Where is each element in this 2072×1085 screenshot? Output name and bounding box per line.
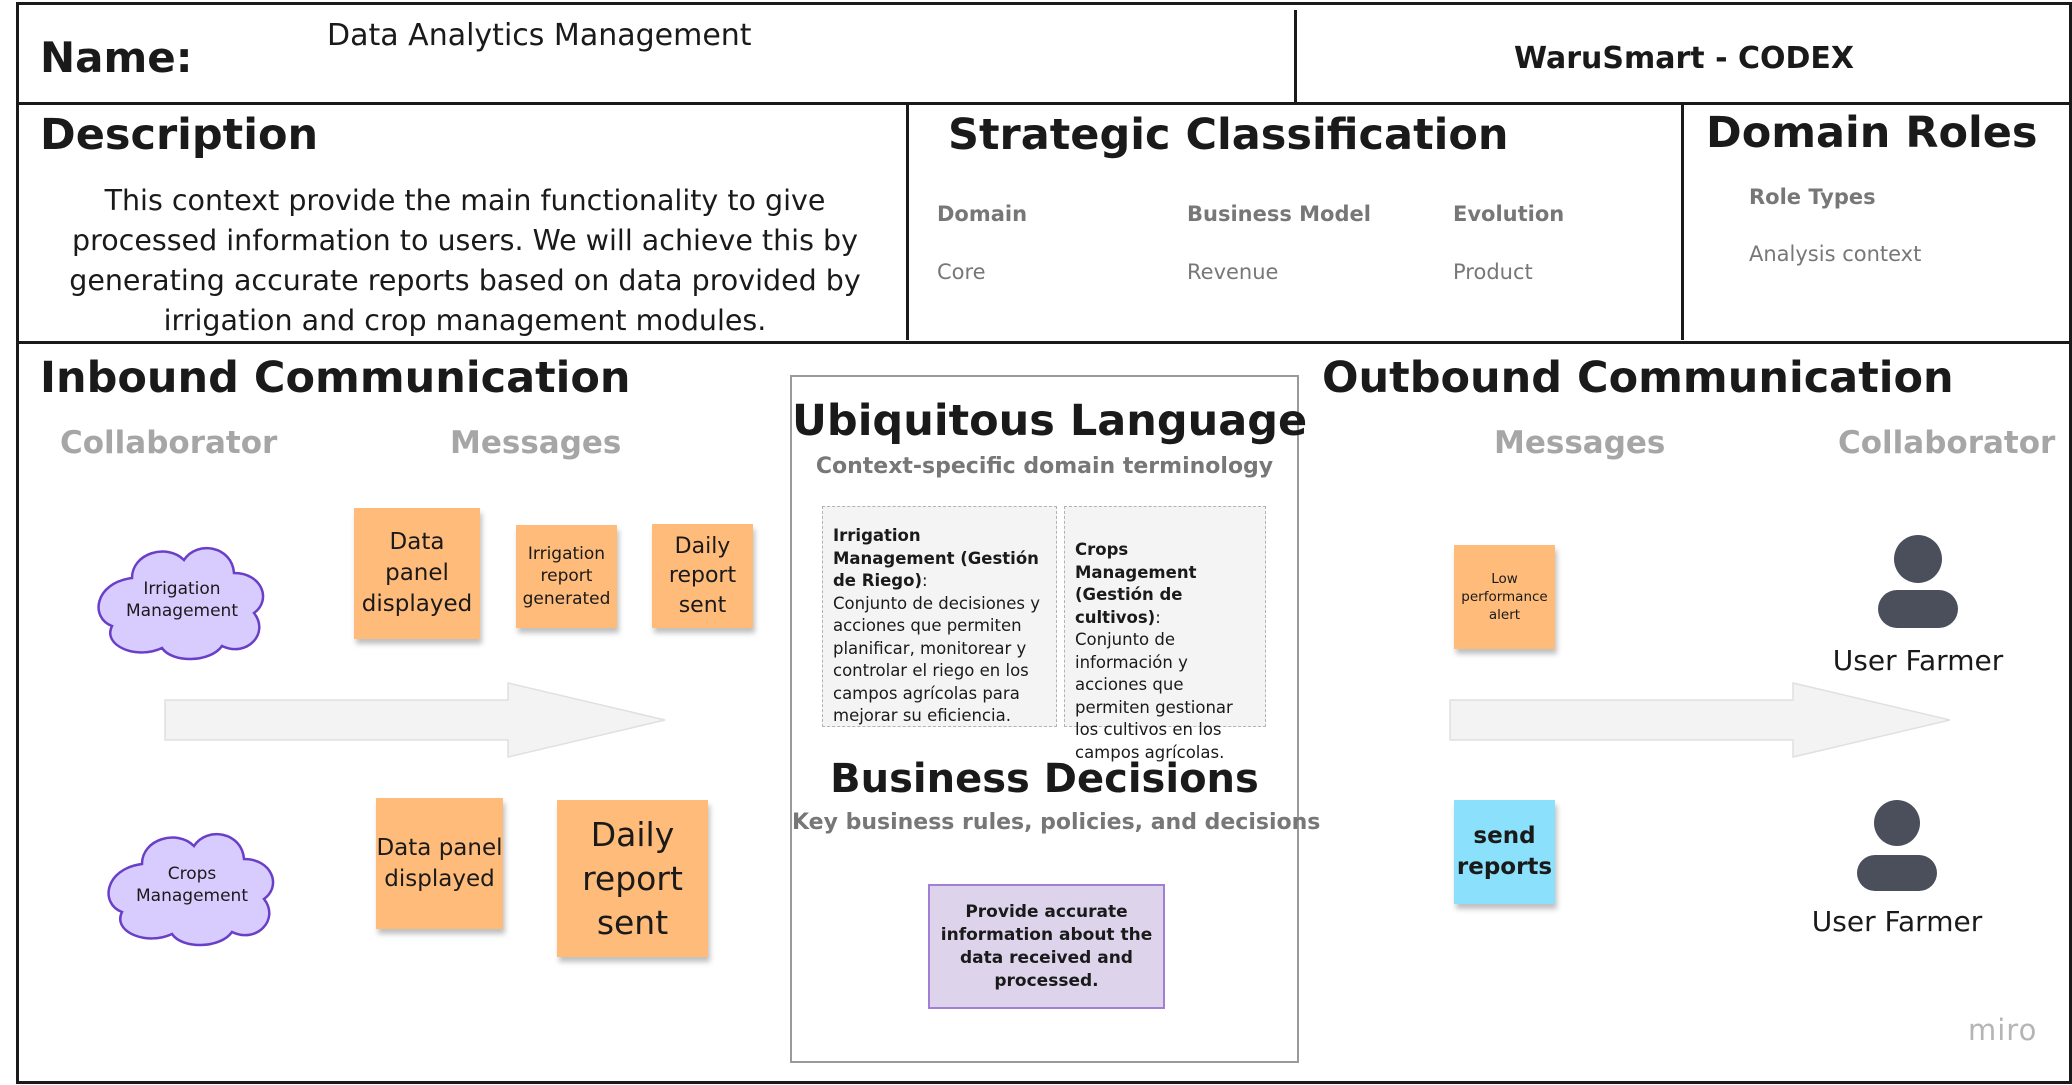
arrow-right-icon [1449,682,1951,758]
domain-value: Core [937,260,986,284]
description-text: This context provide the main functional… [69,184,861,337]
role-types-value: Analysis context [1749,242,1922,266]
miro-watermark: miro [1968,1013,2038,1047]
sticky-daily-report-sent[interactable]: Daily report sent [652,524,753,628]
business-decisions-subtitle: Key business rules, policies, and decisi… [792,810,1321,835]
sticky-data-panel-displayed[interactable]: Data panel displayed [354,508,480,639]
cloud-shape [97,546,265,661]
strategic-title: Strategic Classification [948,110,1509,160]
term-heading: Irrigation Management (Gestión de Riego) [833,526,1039,590]
sticky-low-performance-alert[interactable]: Low performance alert [1454,545,1555,649]
inbound-messages-label: Messages [450,425,622,461]
outbound-collaborator-label: Collaborator [1838,425,2056,461]
inbound-collaborator-label: Collaborator [60,425,278,461]
ubiquitous-subtitle: Context-specific domain terminology [815,454,1274,479]
decision-card[interactable]: Provide accurate information about the d… [928,884,1165,1009]
term-irrigation-management: Irrigation Management (Gestión de Riego)… [822,506,1057,727]
divider-top-section [16,341,2072,344]
cloud-crops-label: Crops Management [136,864,248,906]
person-icon [1857,800,1937,891]
user-farmer-label: User Farmer [1811,905,1983,938]
evolution-value: Product [1453,260,1533,284]
divider-header-vertical [1294,10,1297,103]
description-title: Description [40,110,319,160]
user-farmer-label: User Farmer [1832,644,2004,677]
business-model-value: Revenue [1187,260,1279,284]
sticky-send-reports[interactable]: send reports [1454,800,1555,904]
term-heading: Crops Management (Gestión de cultivos) [1075,540,1197,627]
name-label: Name: [40,33,193,82]
inbound-title: Inbound Communication [40,353,631,403]
sticky-irrigation-report-generated[interactable]: Irrigation report generated [516,525,617,628]
role-types-label: Role Types [1749,185,1876,209]
divider-strategic [1681,102,1684,340]
person-icon [1878,535,1958,628]
project-name: WaruSmart - CODEX [1513,41,1855,76]
domain-roles-title: Domain Roles [1706,108,2038,158]
ubiquitous-title: Ubiquitous Language [792,396,1308,446]
domain-label: Domain [937,202,1028,226]
outbound-title: Outbound Communication [1322,353,1954,403]
sticky-data-panel-displayed-2[interactable]: Data panel displayed [376,798,503,929]
evolution-label: Evolution [1453,202,1565,226]
canvas-frame [16,2,2072,1084]
decision-text: Provide accurate information about the d… [940,901,1153,991]
context-name: Data Analytics Management [327,18,752,53]
business-decisions-title: Business Decisions [830,756,1259,802]
divider-header [16,102,2072,105]
business-model-label: Business Model [1187,202,1371,226]
arrow-right-icon [164,682,666,758]
sticky-daily-report-sent-2[interactable]: Daily report sent [557,800,708,957]
term-definition: Conjunto de decisiones y acciones que pe… [833,593,1041,726]
term-definition: Conjunto de información y acciones que p… [1075,630,1233,762]
outbound-messages-label: Messages [1494,425,1666,461]
cloud-shape [107,832,275,947]
cloud-irrigation-label: Irrigation Management [126,579,238,621]
term-crops-management: Crops Management (Gestión de cultivos): … [1064,506,1266,762]
divider-description [906,102,909,340]
